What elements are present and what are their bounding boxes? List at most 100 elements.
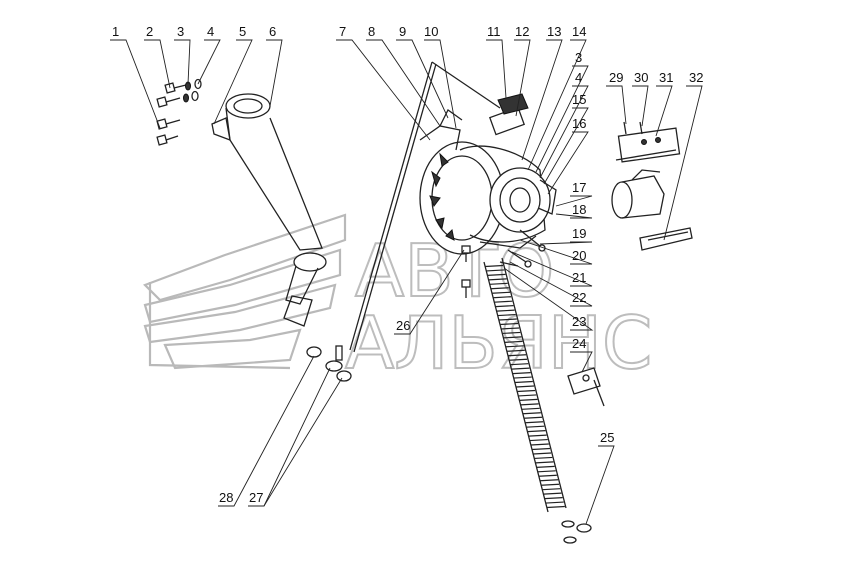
hose-rib — [542, 488, 561, 491]
callout-31: 31 — [659, 70, 673, 85]
callout-2: 2 — [146, 24, 153, 39]
hose-rib — [493, 296, 512, 299]
callout-27: 27 — [249, 490, 263, 505]
callout-4: 4 — [207, 24, 214, 39]
hose-rib — [517, 389, 536, 393]
hose-rib — [509, 358, 528, 361]
hose-rib — [523, 416, 543, 419]
hose-rib — [519, 398, 538, 401]
hose-rib — [510, 363, 529, 366]
hose-rib — [530, 443, 549, 446]
callout-labels: 1 2 3 4 5 6 7 8 9 10 11 12 13 14 3 4 15 … — [112, 24, 703, 505]
bolt-26 — [461, 245, 471, 298]
hose-rib — [533, 452, 552, 455]
hose-rib — [498, 318, 517, 321]
oil-tube-7 — [349, 61, 501, 353]
hose-rib — [544, 497, 563, 500]
watermark-emblem-icon — [143, 213, 347, 370]
hose-rib — [525, 421, 544, 424]
fittings-27-28 — [306, 345, 352, 382]
hose-rib — [521, 407, 540, 410]
hose-rib — [535, 461, 554, 464]
hose-rib — [496, 309, 515, 312]
hose-rib — [488, 278, 507, 281]
callout-20: 20 — [572, 248, 586, 263]
hose-rib — [527, 430, 546, 433]
hose-rib — [513, 376, 532, 379]
callout-22: 22 — [572, 290, 586, 305]
callout-26: 26 — [396, 318, 410, 333]
washer-3 — [183, 81, 191, 103]
hose-rib — [487, 273, 506, 276]
bracket-29-32 — [615, 121, 681, 163]
hose-rib — [491, 291, 511, 294]
callout-25: 25 — [600, 430, 614, 445]
hose-rib — [506, 349, 525, 352]
callout-5: 5 — [239, 24, 246, 39]
hose-rib — [494, 300, 513, 303]
callout-8: 8 — [368, 24, 375, 39]
watermark-line-2: АЛЬЯНС — [345, 301, 652, 385]
hose-rib — [538, 474, 557, 477]
hose-corrugation — [485, 264, 565, 509]
hose-rib — [507, 354, 527, 357]
turbine-fins — [429, 152, 455, 241]
hose-rib — [511, 367, 530, 370]
callout-21: 21 — [572, 270, 586, 285]
hose-rib — [546, 505, 565, 509]
hose-rib — [485, 264, 504, 268]
callout-11: 11 — [487, 24, 501, 39]
hose-rib — [489, 282, 508, 285]
callout-9: 9 — [399, 24, 406, 39]
callout-29: 29 — [609, 70, 623, 85]
callout-28: 28 — [219, 490, 233, 505]
callout-18: 18 — [572, 202, 586, 217]
callout-12: 12 — [515, 24, 529, 39]
callout-19: 19 — [572, 226, 586, 241]
hose-rib — [501, 327, 520, 330]
hose-rib — [512, 372, 531, 375]
hose-rib — [529, 438, 548, 442]
hose-rib — [528, 434, 547, 437]
callout-13: 13 — [547, 24, 561, 39]
hose-rib — [497, 313, 516, 317]
callout-30: 30 — [634, 70, 648, 85]
flex-hose — [483, 257, 567, 513]
heat-shield — [639, 227, 693, 251]
hose-rib — [536, 465, 555, 468]
intake-elbow-17 — [611, 169, 665, 219]
hose-rib — [539, 479, 559, 482]
leader-lines — [110, 39, 703, 525]
callout-17: 17 — [572, 180, 586, 195]
hose-rib — [518, 394, 537, 397]
callout-15: 15 — [572, 92, 586, 107]
callout-10: 10 — [424, 24, 438, 39]
callout-1: 1 — [112, 24, 119, 39]
exhaust-pipe-6 — [211, 93, 327, 327]
bolt-1 — [156, 118, 181, 146]
hose-rib — [545, 501, 564, 504]
washers-25 — [561, 520, 592, 544]
hose-rib — [514, 380, 533, 384]
callout-16: 16 — [572, 116, 586, 131]
callout-4b: 4 — [575, 70, 582, 85]
callout-32: 32 — [689, 70, 703, 85]
hose-rib — [505, 345, 524, 348]
hose-rib — [543, 492, 562, 495]
hose-rib — [490, 287, 509, 290]
bolt-set — [156, 78, 202, 146]
callout-6: 6 — [269, 24, 276, 39]
bolt-2 — [156, 82, 187, 108]
callout-24: 24 — [572, 336, 586, 351]
hose-rib — [541, 483, 560, 486]
callout-7: 7 — [339, 24, 346, 39]
callout-3b: 3 — [575, 50, 582, 65]
hose-rib — [503, 336, 522, 339]
hose-rib — [526, 425, 545, 428]
hose-rib — [531, 447, 551, 451]
washer-4 — [191, 78, 202, 102]
hose-clamp-24 — [567, 367, 605, 407]
hose-rib — [502, 331, 521, 335]
hose-rib — [499, 322, 519, 326]
hose-rib — [495, 305, 514, 308]
